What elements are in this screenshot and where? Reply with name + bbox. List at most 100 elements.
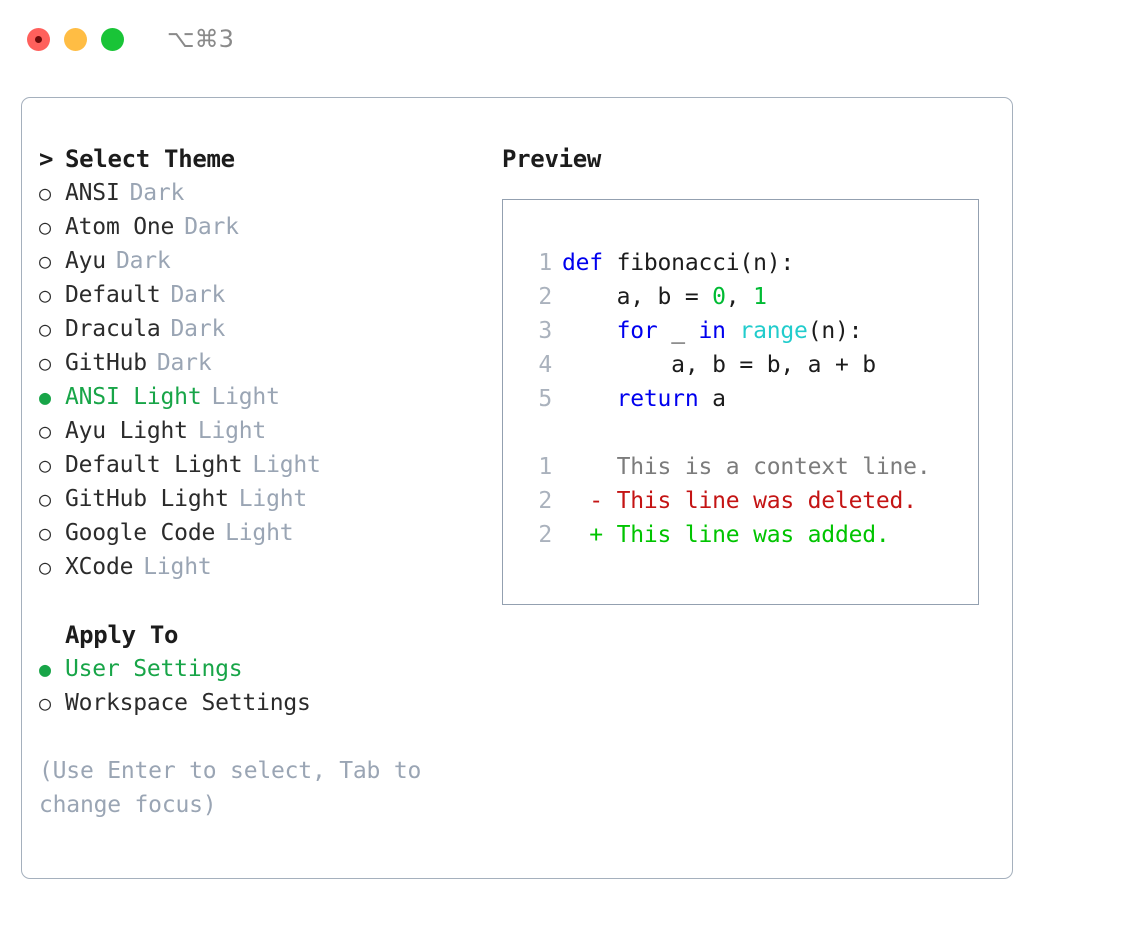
radio-unselected-icon[interactable]: ○ <box>39 419 51 443</box>
radio-unselected-icon[interactable]: ○ <box>39 555 51 579</box>
theme-name-label: Default <box>65 282 161 308</box>
radio-unselected-icon[interactable]: ○ <box>39 317 51 341</box>
radio-selected-icon[interactable]: ● <box>39 385 51 409</box>
radio-unselected-icon[interactable]: ○ <box>39 453 51 477</box>
theme-kind-label: Light <box>197 418 267 444</box>
close-window-icon[interactable] <box>27 27 50 51</box>
theme-kind-label: Light <box>238 486 308 512</box>
radio-unselected-icon[interactable]: ○ <box>39 521 51 545</box>
diff-marker <box>562 450 617 484</box>
code-token: a <box>698 386 726 412</box>
radio-unselected-icon[interactable]: ○ <box>39 283 51 307</box>
apply-to-section: > Apply To ● User Settings ○ Workspace Sett… <box>39 618 482 720</box>
theme-list-item[interactable]: ● ANSI Light Light <box>39 380 482 414</box>
zoom-window-icon[interactable] <box>101 27 124 51</box>
theme-kind-label: Light <box>211 384 280 410</box>
radio-unselected-icon[interactable]: ○ <box>39 249 51 273</box>
caret-icon: > <box>39 145 54 173</box>
code-token: def <box>562 250 617 276</box>
theme-list-item[interactable]: ○ Dracula Dark <box>39 312 482 346</box>
radio-unselected-icon[interactable]: ○ <box>39 487 51 511</box>
apply-to-label: Workspace Settings <box>65 690 311 716</box>
keyboard-hint-text: (Use Enter to select, Tab to change focu… <box>39 758 422 818</box>
radio-unselected-icon[interactable]: ○ <box>39 181 51 205</box>
code-line: 2 a, b = 0, 1 <box>522 280 978 314</box>
code-token: _ <box>657 318 699 344</box>
theme-name-label: Ayu <box>65 248 106 274</box>
theme-list-item[interactable]: ○ XCode Light <box>39 550 482 584</box>
theme-list-item[interactable]: ○ GitHub Light Light <box>39 482 482 516</box>
theme-kind-label: Light <box>225 520 294 546</box>
diff-marker: - <box>562 488 617 514</box>
code-line: 5 return a <box>522 382 978 416</box>
code-line-number: 2 <box>538 284 552 310</box>
code-token: range <box>739 318 808 344</box>
diff-line: 2 - This line was deleted. <box>522 484 978 518</box>
apply-to-heading-label: Apply To <box>65 621 179 649</box>
code-spacer <box>522 416 978 450</box>
theme-name-label: ANSI Light <box>65 384 202 410</box>
radio-unselected-icon[interactable]: ○ <box>39 351 51 375</box>
code-token: in <box>698 318 726 344</box>
minimize-window-icon[interactable] <box>64 27 87 51</box>
theme-list-item[interactable]: ○ Default Light Light <box>39 448 482 482</box>
radio-selected-icon[interactable]: ● <box>39 657 51 681</box>
code-line: 4 a, b = b, a + b <box>522 348 978 382</box>
radio-unselected-icon[interactable]: ○ <box>39 215 51 239</box>
code-line: 3 for _ in range(n): <box>522 314 978 348</box>
code-token: for <box>616 318 658 344</box>
theme-name-label: XCode <box>65 554 134 580</box>
traffic-light-group <box>27 27 124 51</box>
theme-kind-label: Dark <box>170 316 226 342</box>
code-token: a, b = b, a + b <box>562 352 876 378</box>
select-theme-heading: > Select Theme <box>39 142 482 176</box>
code-line-number: 4 <box>538 352 552 378</box>
apply-to-heading: > Apply To <box>39 618 482 652</box>
radio-unselected-icon[interactable]: ○ <box>39 691 51 715</box>
diff-line-number: 2 <box>538 522 552 548</box>
diff-line-number: 2 <box>538 488 552 514</box>
code-token <box>562 382 617 416</box>
theme-kind-label: Light <box>143 554 212 580</box>
window-shortcut-label: ⌥⌘3 <box>167 25 234 53</box>
apply-to-list: ● User Settings ○ Workspace Settings <box>39 652 482 720</box>
theme-name-label: Atom One <box>65 214 175 240</box>
diff-marker: + <box>562 522 617 548</box>
diff-line: 1 This is a context line. <box>522 450 978 484</box>
preview-heading: Preview <box>502 145 602 173</box>
apply-to-item[interactable]: ● User Settings <box>39 652 482 686</box>
apply-to-item[interactable]: ○ Workspace Settings <box>39 686 482 720</box>
theme-name-label: GitHub Light <box>65 486 229 512</box>
apply-to-label: User Settings <box>65 656 243 682</box>
diff-line: 2 + This line was added. <box>522 518 978 552</box>
code-line-number: 3 <box>538 318 552 344</box>
diff-line-number: 1 <box>538 454 552 480</box>
theme-name-label: Default Light <box>65 452 243 478</box>
window-title-bar: ⌥⌘3 <box>0 0 1140 78</box>
code-token <box>562 314 617 348</box>
code-token: return <box>616 386 699 412</box>
code-line-number: 1 <box>538 250 552 276</box>
code-token: (n): <box>807 318 863 344</box>
theme-kind-label: Dark <box>129 180 185 206</box>
theme-name-label: Dracula <box>65 316 161 342</box>
diff-text: This line was added. <box>616 522 890 548</box>
code-token: 0 <box>712 284 726 310</box>
theme-name-label: GitHub <box>65 350 147 376</box>
theme-kind-label: Light <box>252 452 321 478</box>
code-line-number: 5 <box>538 386 552 412</box>
